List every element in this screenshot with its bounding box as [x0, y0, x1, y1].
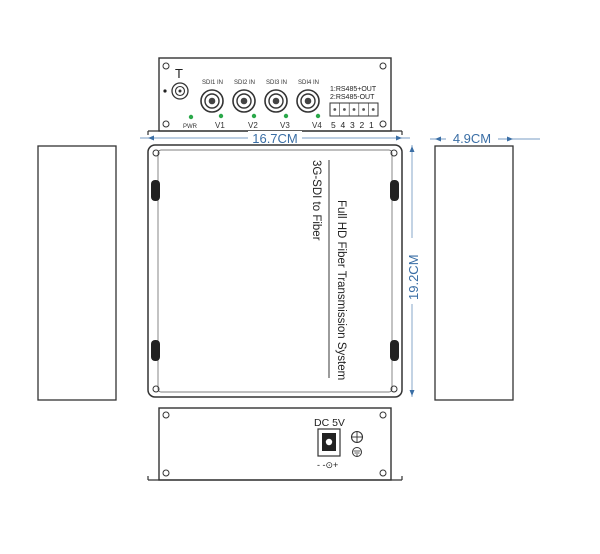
rs485-out-neg-label: 2:RS485-OUT	[330, 94, 375, 101]
indicator-dot	[163, 89, 167, 93]
width-dimension-label: 16.7CM	[252, 131, 298, 146]
v2-label: V2	[248, 121, 258, 130]
product-name: Full HD Fiber Transmission System	[335, 200, 347, 380]
mounting-slot-icon	[151, 340, 160, 361]
bnc-connector-icon	[296, 89, 320, 113]
bnc-connector-icon	[264, 89, 288, 113]
sdi1-in-label: SDI1 IN	[202, 80, 223, 86]
screw-icon	[162, 411, 170, 419]
right-side-view	[434, 145, 514, 401]
screw-icon	[162, 120, 170, 128]
left-side-view	[37, 145, 117, 401]
screw-icon	[152, 385, 160, 393]
mounting-slot-icon	[390, 180, 399, 201]
sdi2-in-label: SDI2 IN	[234, 80, 255, 86]
ground-terminal-icon	[350, 430, 364, 457]
rs485-out-pos-label: 1:RS485+OUT	[330, 86, 377, 93]
front-panel: T SDI1 IN SDI2 IN SDI3 IN SDI4 IN	[147, 57, 403, 135]
terminal-block	[329, 102, 379, 117]
bnc-connector-icon	[232, 89, 256, 113]
screw-icon	[390, 385, 398, 393]
v4-led-icon	[315, 113, 321, 119]
v1-label: V1	[215, 121, 225, 130]
screw-icon	[162, 62, 170, 70]
screw-icon	[379, 469, 387, 477]
rear-panel-outline	[158, 407, 392, 481]
top-view: Full HD Fiber Transmission System 3G-SDI…	[147, 144, 403, 398]
top-view-outline	[147, 144, 403, 398]
t-label: T	[175, 66, 183, 81]
polarity-label: - -⊙+	[317, 460, 338, 470]
screw-icon	[162, 469, 170, 477]
height-dimension-label: 4.9CM	[453, 131, 491, 146]
sdi4-in-label: SDI4 IN	[298, 80, 319, 86]
mounting-slot-icon	[390, 340, 399, 361]
mounting-slot-icon	[151, 180, 160, 201]
pwr-led-icon	[188, 114, 194, 120]
screw-icon	[379, 120, 387, 128]
dc-5v-label: DC 5V	[314, 417, 345, 429]
v4-label: V4	[312, 121, 322, 130]
depth-dimension: 19.2CM	[405, 145, 421, 397]
v3-label: V3	[280, 121, 290, 130]
height-dimension: 4.9CM	[430, 131, 540, 146]
width-dimension: 16.7CM	[140, 131, 410, 146]
v1-led-icon	[218, 113, 224, 119]
dc-power-jack-icon	[317, 428, 341, 457]
sdi3-in-label: SDI3 IN	[266, 80, 287, 86]
screw-icon	[390, 149, 398, 157]
bnc-connector-icon	[200, 89, 224, 113]
screw-icon	[379, 411, 387, 419]
depth-dimension-label: 19.2CM	[406, 254, 421, 300]
v2-led-icon	[251, 113, 257, 119]
pwr-label: PWR	[183, 124, 198, 130]
terminal-numbers: 5 4 3 2 1	[331, 120, 375, 130]
screw-icon	[379, 62, 387, 70]
v3-led-icon	[283, 113, 289, 119]
rear-panel: DC 5V - -⊙+	[147, 407, 403, 481]
screw-icon	[152, 149, 160, 157]
product-model: 3G-SDI to Fiber	[310, 160, 322, 241]
